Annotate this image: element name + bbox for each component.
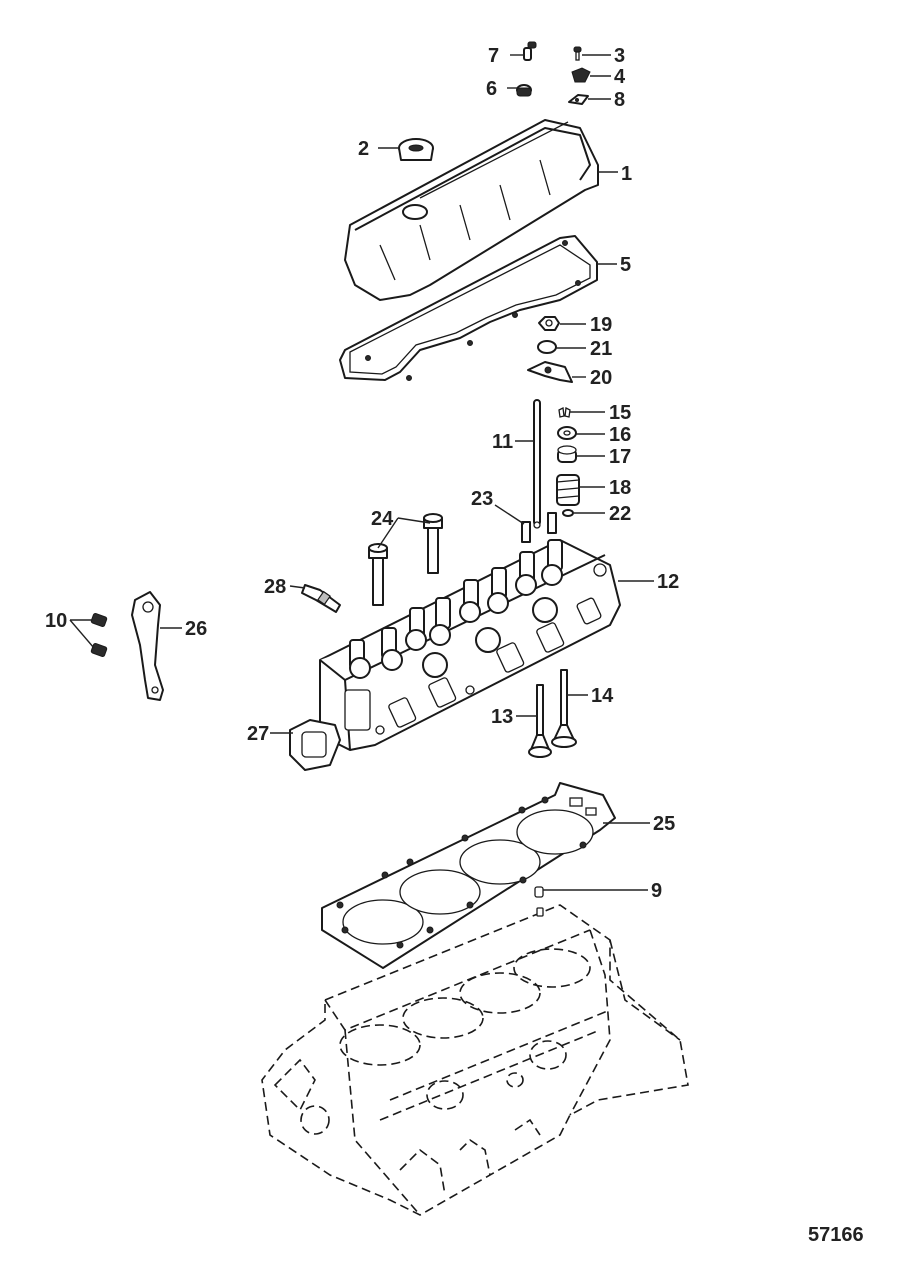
callout-4: 4 xyxy=(614,66,626,88)
valve-keepers xyxy=(558,407,571,418)
valve-cover xyxy=(344,119,599,301)
callout-26: 26 xyxy=(185,618,207,640)
callout-9: 9 xyxy=(651,880,662,902)
callout-6: 6 xyxy=(486,78,497,100)
callout-10: 10 xyxy=(45,610,67,632)
callout-labels: 1 2 3 4 5 6 7 8 9 10 11 12 13 14 15 16 1… xyxy=(45,45,679,902)
callout-1: 1 xyxy=(621,163,632,185)
callout-24: 24 xyxy=(371,508,394,530)
oil-filler-cap xyxy=(398,138,434,161)
callout-2: 2 xyxy=(358,138,369,160)
callout-28: 28 xyxy=(264,576,286,598)
cylinder-head xyxy=(319,539,621,751)
callout-11: 11 xyxy=(492,431,513,453)
screw xyxy=(573,46,582,61)
valve-spring xyxy=(556,474,580,506)
engine-block-outline xyxy=(261,904,689,1216)
intake-valve xyxy=(528,684,552,758)
valve-seal-ring xyxy=(562,509,574,517)
callout-3: 3 xyxy=(614,45,625,67)
leader-lines xyxy=(69,54,654,891)
pushrod xyxy=(533,399,541,529)
callout-12: 12 xyxy=(657,571,679,593)
valve-spring-seats xyxy=(349,564,563,679)
rocker-nut xyxy=(538,316,560,331)
callout-8: 8 xyxy=(614,89,625,111)
valve-rotator xyxy=(557,445,577,463)
lifting-bracket xyxy=(131,591,164,701)
callout-15: 15 xyxy=(609,402,631,424)
callout-27: 27 xyxy=(247,723,269,745)
head-bolts xyxy=(368,513,443,606)
callout-22: 22 xyxy=(609,503,631,525)
callout-14: 14 xyxy=(591,685,614,707)
exhaust-gasket xyxy=(289,719,341,771)
callout-17: 17 xyxy=(609,446,631,468)
spark-plug xyxy=(301,584,341,613)
callout-25: 25 xyxy=(653,813,675,835)
callout-16: 16 xyxy=(609,424,631,446)
callout-19: 19 xyxy=(590,314,612,336)
grommet xyxy=(516,84,532,97)
bracket-bolts xyxy=(90,612,108,658)
callout-18: 18 xyxy=(609,477,631,499)
exhaust-valve xyxy=(551,669,577,748)
valve-stem-seals xyxy=(521,512,557,543)
valve-cover-gasket xyxy=(339,235,598,381)
callout-23: 23 xyxy=(471,488,493,510)
dowel-pin xyxy=(534,886,544,917)
valve-spring-cap xyxy=(557,426,577,440)
callout-5: 5 xyxy=(620,254,631,276)
clamp xyxy=(571,67,591,83)
callout-20: 20 xyxy=(590,367,612,389)
rocker-arm xyxy=(527,361,573,383)
callout-13: 13 xyxy=(491,706,513,728)
bracket-clip xyxy=(568,94,589,105)
head-gasket xyxy=(321,782,616,969)
rocker-ball xyxy=(537,340,557,354)
callout-7: 7 xyxy=(488,45,499,67)
figure-number: 57166 xyxy=(808,1224,864,1246)
elbow-fitting xyxy=(523,41,537,61)
callout-21: 21 xyxy=(590,338,612,360)
